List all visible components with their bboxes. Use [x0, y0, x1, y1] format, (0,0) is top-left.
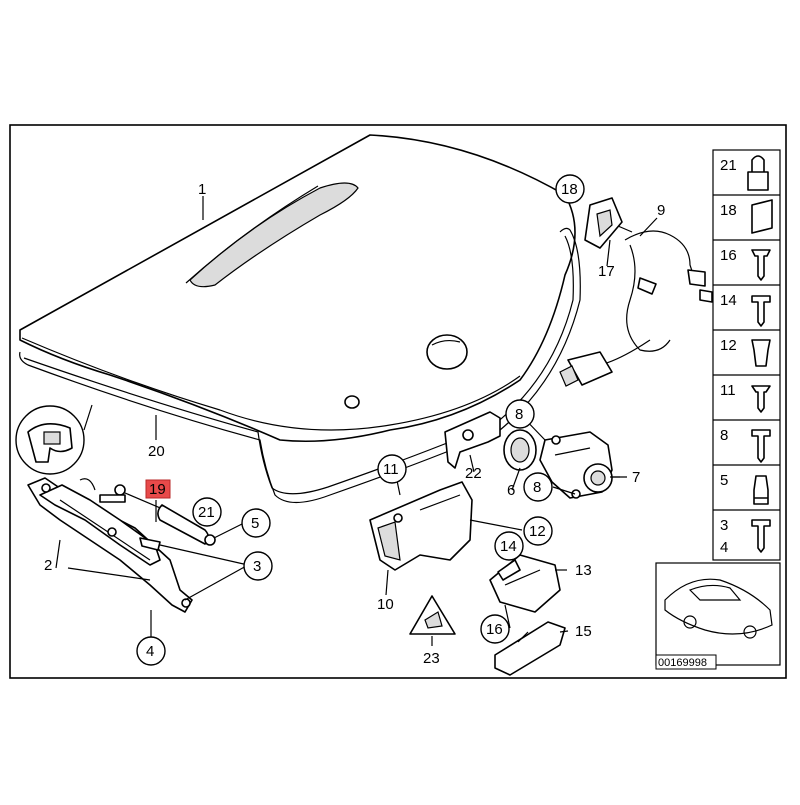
callout-1: 1 [198, 181, 206, 198]
lock-cylinder [503, 429, 537, 471]
legend-label-4: 4 [720, 539, 728, 556]
legend-label-8: 8 [720, 427, 728, 444]
release-cable [559, 230, 713, 387]
callout-6: 6 [507, 482, 515, 499]
clip-icon [751, 199, 773, 234]
lock-actuator [539, 431, 613, 499]
hinge-assembly [27, 477, 193, 613]
callouts: 1 20 2 19 21 5 3 4 18 17 9 8 8 6 7 22 11… [44, 174, 665, 667]
legend-label-12: 12 [720, 337, 737, 354]
callout-12: 12 [529, 523, 546, 540]
callout-10: 10 [377, 596, 394, 613]
callout-22: 22 [465, 465, 482, 482]
legend-label-3: 3 [720, 517, 728, 534]
callout-8a: 8 [515, 406, 523, 423]
callout-23: 23 [423, 650, 440, 667]
nut-clip-icon [751, 339, 771, 367]
callout-15: 15 [575, 623, 592, 640]
callout-11: 11 [383, 461, 399, 478]
grommet-icon [747, 155, 769, 191]
callout-3: 3 [253, 558, 261, 575]
trunk-lid [19, 134, 576, 443]
legend-label-16: 16 [720, 247, 737, 264]
legend-label-14: 14 [720, 292, 737, 309]
callout-18: 18 [561, 181, 578, 198]
callout-5: 5 [251, 515, 259, 532]
legend-label-5: 5 [720, 472, 728, 489]
legend-label-21: 21 [720, 157, 737, 174]
callout-14: 14 [500, 538, 517, 555]
warning-triangle [409, 595, 456, 635]
callout-17: 17 [598, 263, 615, 280]
callout-9: 9 [657, 202, 665, 219]
callout-7: 7 [632, 469, 640, 486]
emblem-handle [584, 197, 633, 249]
callout-2: 2 [44, 557, 52, 574]
callout-20: 20 [148, 443, 165, 460]
callout-13: 13 [575, 562, 592, 579]
gas-strut [99, 484, 216, 546]
lock-bracket [444, 411, 501, 469]
hex-bolt-icon [751, 519, 771, 553]
callout-8b: 8 [533, 479, 541, 496]
callout-21: 21 [198, 504, 215, 521]
diagram-code: 00169998 [658, 657, 707, 669]
fastener-legend: 21 18 16 14 12 11 8 5 3 4 [712, 149, 781, 561]
trunk-seal [19, 227, 581, 504]
bolt-icon [751, 295, 771, 327]
car-thumbnail: 00169998 [655, 562, 781, 670]
legend-label-11: 11 [720, 382, 736, 399]
stud-icon [753, 475, 769, 505]
long-screw-icon [751, 429, 771, 463]
trunk-switch [494, 621, 566, 676]
screw-icon [751, 249, 771, 281]
seal-detail [15, 404, 93, 475]
highlight-19 [145, 479, 171, 499]
legend-label-18: 18 [720, 202, 737, 219]
callout-4: 4 [146, 643, 154, 660]
trunk-trim [369, 481, 473, 571]
callout-19: 19 [149, 481, 166, 498]
screw-washer-icon [751, 385, 771, 413]
callout-16: 16 [486, 621, 503, 638]
